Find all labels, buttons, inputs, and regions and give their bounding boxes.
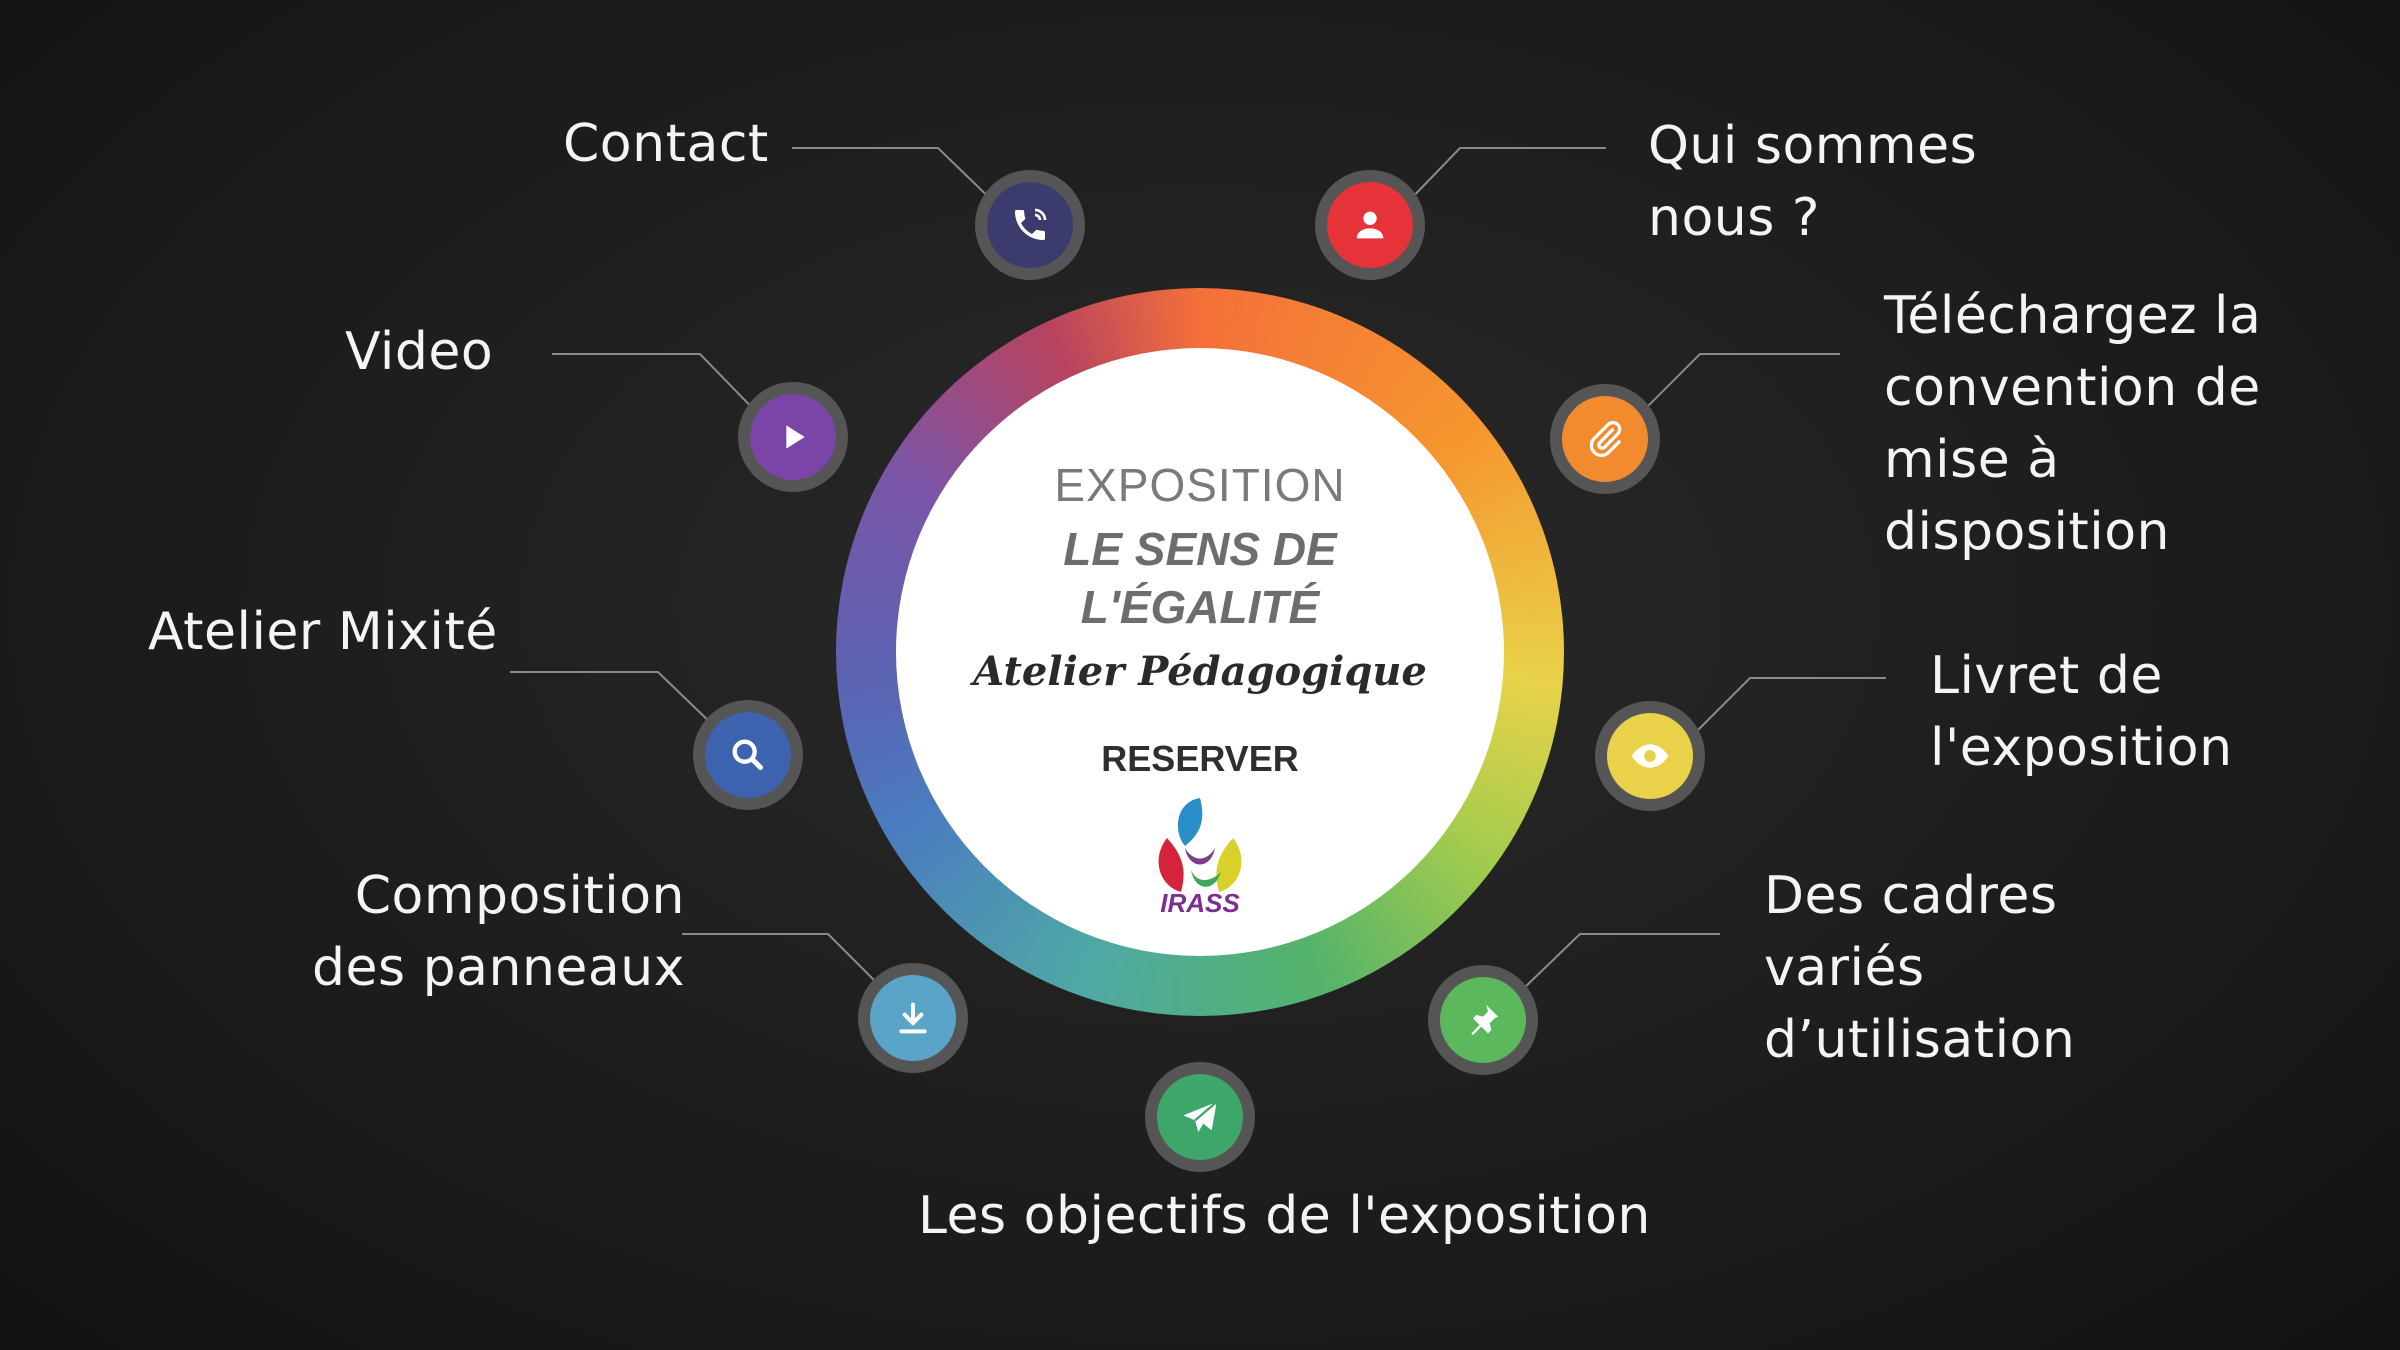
phone-icon [1015,208,1047,240]
download-icon [899,1002,927,1034]
telechargez-button[interactable] [1550,384,1660,494]
telechargez-line-2: convention de [1884,358,2261,418]
composition-line-2: des panneaux [312,938,685,998]
exhibition-title: LE SENS DE L'ÉGALITÉ [896,520,1504,636]
des-cadres-label[interactable]: Des cadres variés d’utilisation [1764,860,2075,1076]
play-icon [786,425,805,449]
irass-logo-text: IRASS [1160,888,1240,918]
objectifs-label[interactable]: Les objectifs de l'exposition [918,1186,1651,1246]
atelier-pedagogique-link[interactable]: Atelier Pédagogique [973,648,1427,695]
cadres-line-1: Des cadres [1764,866,2058,926]
livret-line-2: l'exposition [1930,718,2233,778]
qui-line-1: Qui sommes [1648,116,1978,176]
center-panel: EXPOSITION LE SENS DE L'ÉGALITÉ Atelier … [896,348,1504,956]
user-icon [1356,211,1384,239]
telechargez-line-1: Téléchargez la [1884,286,2262,346]
contact-button[interactable] [975,170,1085,280]
livret-label[interactable]: Livret de l'exposition [1930,640,2233,784]
telechargez-label[interactable]: Téléchargez la convention de mise à disp… [1884,280,2261,568]
composition-button[interactable] [858,963,968,1073]
reserver-button[interactable]: RESERVER [1101,738,1299,779]
pin-icon [1471,1005,1498,1035]
cadres-line-3: d’utilisation [1764,1010,2076,1070]
exposition-heading: EXPOSITION [1054,459,1346,511]
contact-label[interactable]: Contact [563,114,769,174]
des-cadres-button[interactable] [1428,965,1538,1075]
title-line-1: LE SENS DE [1063,523,1337,575]
video-label[interactable]: Video [345,322,494,382]
irass-logo [1158,798,1242,892]
cadres-line-2: variés [1764,938,1925,998]
video-button[interactable] [738,382,848,492]
search-icon [732,739,763,770]
eye-icon [1631,744,1669,768]
qui-sommes-nous-button[interactable] [1315,170,1425,280]
livret-line-1: Livret de [1930,646,2163,706]
composition-line-1: Composition [354,866,685,926]
livret-button[interactable] [1595,701,1705,811]
composition-label[interactable]: Composition des panneaux [312,860,685,1004]
qui-sommes-nous-label[interactable]: Qui sommes nous ? [1648,110,1977,254]
send-icon [1183,1101,1218,1132]
qui-line-2: nous ? [1648,188,1820,248]
objectifs-button[interactable] [1145,1062,1255,1172]
telechargez-line-4: disposition [1884,502,2171,562]
title-line-2: L'ÉGALITÉ [1080,581,1320,633]
atelier-mixite-button[interactable] [693,700,803,810]
paperclip-icon [1589,420,1622,458]
atelier-mixite-label[interactable]: Atelier Mixité [148,602,498,662]
telechargez-line-3: mise à [1884,430,2060,490]
